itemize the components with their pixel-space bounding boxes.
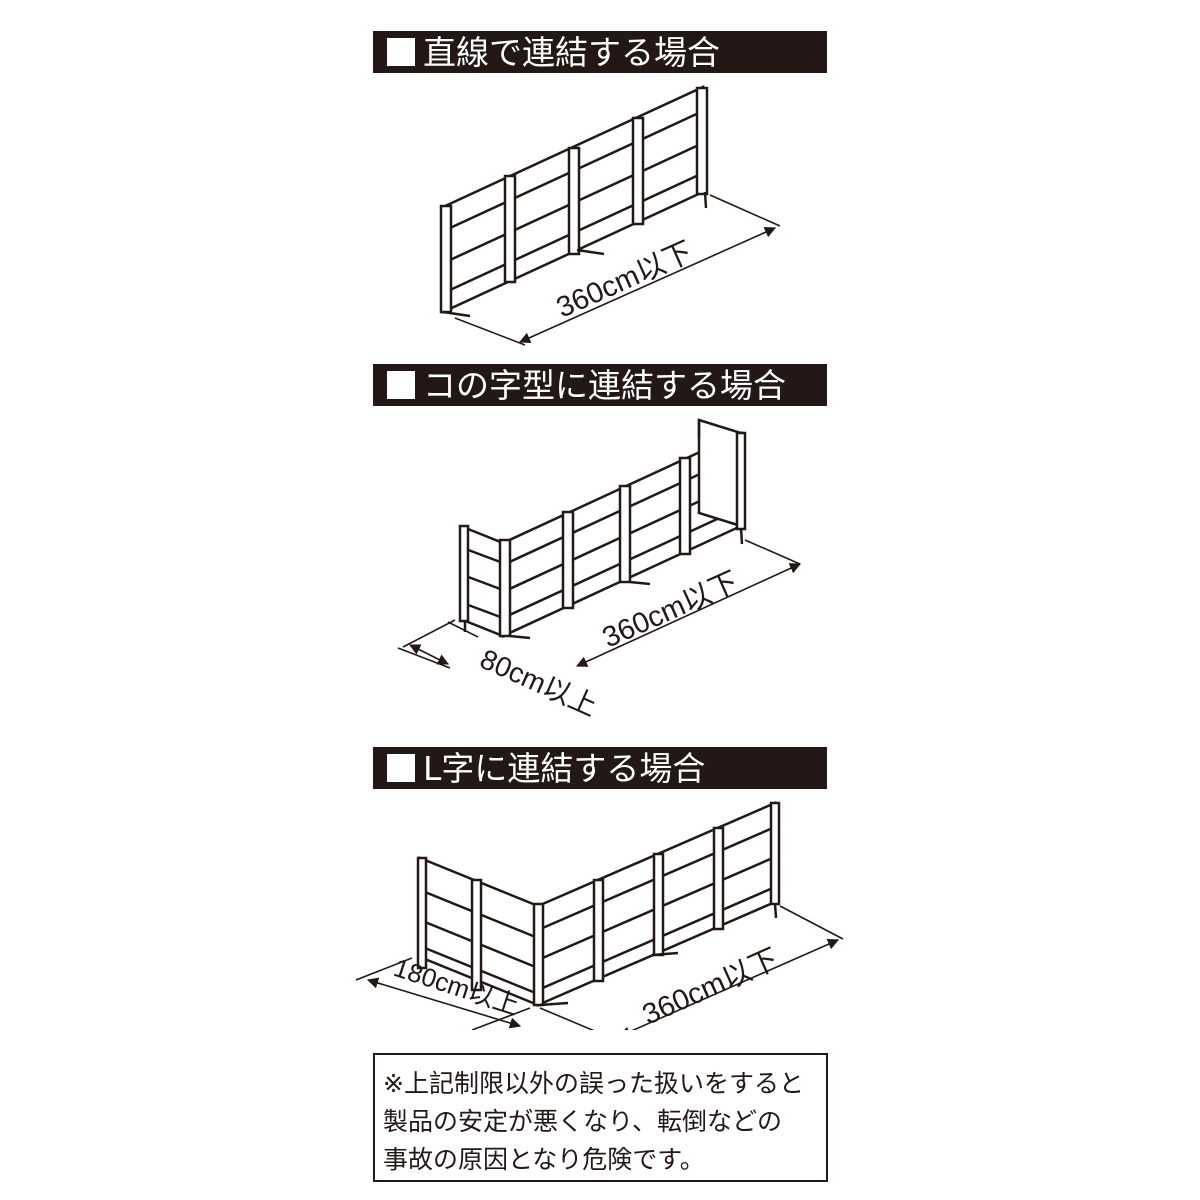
straight-connection-diagram: 360cm以下: [0, 80, 1200, 360]
note-line: 製品の安定が悪くなり、転倒などの: [383, 1107, 783, 1136]
fence-panels: [439, 85, 709, 318]
note-line: ※上記制限以外の誤った扱いをすると: [383, 1069, 804, 1098]
square-icon: [387, 371, 415, 399]
straight-fence-illustration: 360cm以下: [439, 85, 781, 346]
u-shape-fence-illustration: 360cm以下 80cm以上: [397, 418, 802, 722]
section-header-u-shape: コの字型に連結する場合: [373, 364, 827, 406]
l-shape-connection-diagram: 360cm以下 180cm以上: [0, 795, 1200, 1030]
note-line: 事故の原因となり危険です。: [383, 1145, 705, 1174]
section-title: 直線で連結する場合: [423, 32, 720, 72]
section-header-straight: 直線で連結する場合: [373, 31, 827, 73]
l-shape-fence-illustration: 360cm以下 180cm以上: [355, 801, 844, 1030]
caution-note: ※上記制限以外の誤った扱いをすると 製品の安定が悪くなり、転倒などの 事故の原因…: [373, 1053, 828, 1182]
section-header-l-shape: L字に連結する場合: [373, 747, 827, 789]
square-icon: [387, 38, 415, 66]
section-title: コの字型に連結する場合: [423, 365, 786, 405]
u-shape-connection-diagram: 360cm以下 80cm以上: [0, 410, 1200, 740]
square-icon: [387, 754, 415, 782]
dimension-label-depth: 80cm以上: [476, 643, 602, 722]
section-title: L字に連結する場合: [423, 748, 706, 788]
